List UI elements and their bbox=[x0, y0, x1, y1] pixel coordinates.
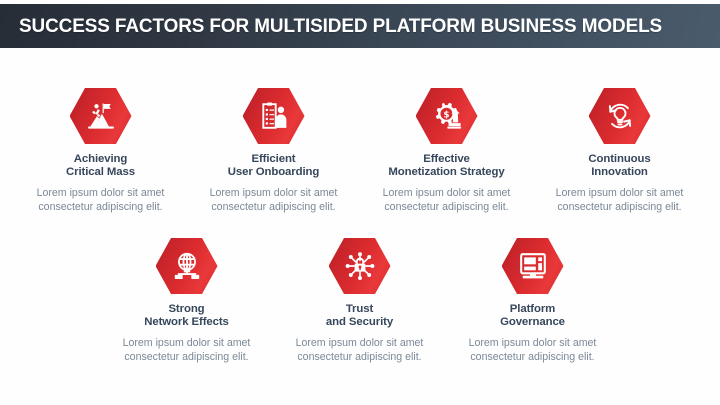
item-desc-line-2: consectetur adipiscing elit. bbox=[557, 200, 682, 213]
hex-icon-wrapper bbox=[155, 238, 218, 294]
item-title: Efficient User Onboarding bbox=[228, 153, 320, 179]
item-achieving-critical-mass[interactable]: Achieving Critical Mass Lorem ipsum dolo… bbox=[14, 88, 187, 214]
item-description: Lorem ipsum dolor sit amet consectetur a… bbox=[274, 337, 446, 364]
gear-dollar-growth-icon: $ bbox=[415, 88, 478, 144]
item-desc-line-1: Lorem ipsum dolor sit amet bbox=[295, 337, 424, 350]
item-desc-line-2: consectetur adipiscing elit. bbox=[470, 350, 595, 363]
clipboard-checklist-person-icon bbox=[242, 88, 305, 144]
item-effective-monetization-strategy[interactable]: $ Effective Monetization Strategy Lorem … bbox=[360, 88, 533, 214]
item-description: Lorem ipsum dolor sit amet consectetur a… bbox=[188, 187, 360, 214]
item-platform-governance[interactable]: Platform Governance Lorem ipsum dolor si… bbox=[446, 238, 619, 364]
item-desc-line-1: Lorem ipsum dolor sit amet bbox=[209, 187, 338, 200]
item-description: Lorem ipsum dolor sit amet consectetur a… bbox=[101, 337, 273, 364]
item-title: Strong Network Effects bbox=[144, 303, 229, 329]
item-title-line-2: Monetization Strategy bbox=[388, 166, 505, 179]
item-description: Lorem ipsum dolor sit amet consectetur a… bbox=[361, 187, 533, 214]
item-title-line-1: Platform bbox=[509, 303, 556, 315]
hex-icon-wrapper bbox=[242, 88, 305, 144]
item-title-line-2: Critical Mass bbox=[66, 166, 135, 179]
item-title: Trust and Security bbox=[326, 303, 393, 329]
mountain-flag-achievement-icon bbox=[69, 88, 132, 144]
item-desc-line-1: Lorem ipsum dolor sit amet bbox=[382, 187, 511, 200]
item-title-line-2: Governance bbox=[500, 316, 565, 329]
padlock-circuit-security-icon bbox=[328, 238, 391, 294]
item-title-line-2: Innovation bbox=[591, 166, 648, 179]
slide-header-banner: SUCCESS FACTORS FOR MULTISIDED PLATFORM … bbox=[0, 4, 720, 48]
item-desc-line-1: Lorem ipsum dolor sit amet bbox=[468, 337, 597, 350]
lightbulb-refresh-icon bbox=[588, 88, 651, 144]
item-desc-line-2: consectetur adipiscing elit. bbox=[297, 350, 422, 363]
dashboard-monitor-governance-icon bbox=[501, 238, 564, 294]
globe-network-nodes-icon bbox=[155, 238, 218, 294]
item-desc-line-2: consectetur adipiscing elit. bbox=[211, 200, 336, 213]
page-title: SUCCESS FACTORS FOR MULTISIDED PLATFORM … bbox=[19, 14, 663, 37]
hex-icon-wrapper: $ bbox=[415, 88, 478, 144]
item-title-line-1: Achieving bbox=[73, 153, 128, 165]
items-row-top: Achieving Critical Mass Lorem ipsum dolo… bbox=[0, 88, 720, 214]
item-desc-line-1: Lorem ipsum dolor sit amet bbox=[555, 187, 684, 200]
hex-icon-wrapper bbox=[69, 88, 132, 144]
item-title: Achieving Critical Mass bbox=[66, 153, 135, 179]
item-description: Lorem ipsum dolor sit amet consectetur a… bbox=[534, 187, 706, 214]
item-desc-line-2: consectetur adipiscing elit. bbox=[384, 200, 509, 213]
item-desc-line-1: Lorem ipsum dolor sit amet bbox=[122, 337, 251, 350]
item-description: Lorem ipsum dolor sit amet consectetur a… bbox=[15, 187, 187, 214]
hex-icon-wrapper bbox=[588, 88, 651, 144]
item-strong-network-effects[interactable]: Strong Network Effects Lorem ipsum dolor… bbox=[100, 238, 273, 364]
hex-icon-wrapper bbox=[501, 238, 564, 294]
item-title-line-1: Effective bbox=[423, 153, 470, 165]
item-title-line-2: and Security bbox=[325, 316, 394, 329]
item-efficient-user-onboarding[interactable]: Efficient User Onboarding Lorem ipsum do… bbox=[187, 88, 360, 214]
svg-text:$: $ bbox=[443, 111, 449, 121]
item-title-line-1: Efficient bbox=[251, 153, 296, 165]
item-title-line-1: Continuous bbox=[588, 153, 651, 165]
item-desc-line-2: consectetur adipiscing elit. bbox=[38, 200, 163, 213]
hex-icon-wrapper bbox=[328, 238, 391, 294]
item-title: Platform Governance bbox=[500, 303, 565, 329]
item-description: Lorem ipsum dolor sit amet consectetur a… bbox=[447, 337, 619, 364]
item-title-line-1: Strong bbox=[168, 303, 205, 315]
item-continuous-innovation[interactable]: Continuous Innovation Lorem ipsum dolor … bbox=[533, 88, 706, 214]
item-trust-and-security[interactable]: Trust and Security Lorem ipsum dolor sit… bbox=[273, 238, 446, 364]
item-title-line-2: Network Effects bbox=[144, 316, 229, 329]
items-row-bottom: Strong Network Effects Lorem ipsum dolor… bbox=[0, 238, 720, 364]
item-title-line-2: User Onboarding bbox=[227, 166, 320, 179]
item-title-line-1: Trust bbox=[345, 303, 374, 315]
item-title: Effective Monetization Strategy bbox=[388, 153, 504, 179]
item-desc-line-1: Lorem ipsum dolor sit amet bbox=[36, 187, 165, 200]
item-desc-line-2: consectetur adipiscing elit. bbox=[124, 350, 249, 363]
item-title: Continuous Innovation bbox=[588, 153, 650, 179]
